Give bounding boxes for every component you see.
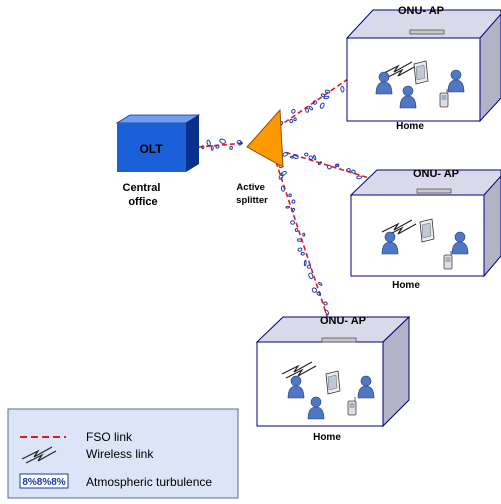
person-icon	[307, 396, 325, 420]
turbulence-blob	[311, 287, 318, 293]
person-icon	[399, 85, 417, 109]
person-icon	[287, 375, 305, 399]
turbulence-blob	[289, 118, 294, 124]
person-icon	[381, 231, 399, 255]
person-icon	[375, 71, 393, 95]
legend-fso-label: FSO link	[86, 430, 133, 444]
turbulence-blob	[324, 309, 330, 315]
turbulence-blob	[335, 163, 340, 168]
turbulence-blob	[351, 169, 356, 174]
home-1: ONU- AP Home	[345, 5, 501, 132]
turbulence-blob	[280, 185, 285, 192]
turbulence-blob	[308, 106, 314, 111]
turbulence-blob	[280, 170, 287, 177]
laptop-icon	[325, 370, 341, 395]
turbulence-blob	[319, 102, 325, 109]
turbulence-blobs	[201, 85, 362, 315]
turbulence-blob	[324, 89, 331, 94]
turbulence-blob	[229, 145, 233, 150]
turbulence-icon	[19, 473, 69, 489]
turbulence-blob	[297, 238, 303, 242]
turbulence-blob	[313, 154, 317, 161]
home-label: Home	[313, 432, 341, 443]
wireless-icon	[381, 61, 417, 79]
turbulence-blob	[300, 251, 305, 256]
person-icon	[447, 69, 465, 93]
phone-icon	[347, 397, 357, 416]
turbulence-blob	[238, 141, 243, 146]
turbulence-blob	[318, 282, 323, 286]
turbulence-blob	[326, 164, 332, 170]
turbulence-blob	[294, 228, 299, 232]
turbulence-blob	[285, 205, 291, 209]
onu-ap-label: ONU- AP	[320, 315, 366, 327]
turbulence-blob	[292, 153, 299, 160]
person-icon	[451, 231, 469, 255]
olt-label: OLT	[139, 142, 163, 156]
turbulence-blob	[316, 291, 322, 296]
turbulence-blob	[303, 259, 307, 267]
olt-front	[117, 123, 186, 172]
splitter-label: Active splitter	[236, 182, 268, 206]
turbulence-blob	[323, 301, 328, 306]
turbulence-blob	[290, 220, 295, 225]
turbulence-blob	[312, 100, 318, 105]
turbulence-blob	[356, 175, 362, 180]
laptop-icon	[419, 218, 435, 243]
phone-icon	[439, 89, 449, 108]
turbulence-blob	[308, 155, 313, 160]
olt-box: OLT	[115, 114, 201, 172]
laptop-icon	[413, 60, 429, 85]
home-label: Home	[396, 121, 424, 132]
turbulence-blob	[297, 247, 303, 252]
turbulence-blob	[293, 117, 297, 122]
turbulence-blob	[201, 145, 205, 150]
turbulence-blob	[291, 199, 296, 204]
onu-ap-device	[416, 188, 452, 194]
legend: FSO link Wireless link 8%8%8% Atmospheri…	[7, 408, 239, 499]
turbulence-blob	[282, 152, 289, 157]
turbulence-blob	[288, 193, 292, 198]
onu-ap-label: ONU- AP	[413, 168, 459, 180]
legend-wireless-label: Wireless link	[86, 447, 154, 461]
active-splitter-icon	[246, 108, 284, 168]
central-office-label: Central office	[123, 182, 164, 208]
turbulence-blob	[278, 173, 284, 180]
wireless-icon	[381, 219, 417, 237]
onu-ap-label: ONU- AP	[398, 5, 444, 17]
home-front	[346, 37, 481, 122]
person-icon	[357, 375, 375, 399]
legend-turbulence-label: Atmospheric turbulence	[86, 475, 212, 489]
onu-ap-device	[321, 337, 357, 343]
turbulence-blob	[306, 264, 312, 269]
turbulence-blob	[340, 85, 345, 93]
wireless-icon	[21, 446, 57, 464]
turbulence-blob	[206, 139, 211, 147]
home-3: ONU- AP Home	[255, 315, 411, 443]
turbulence-blob	[346, 168, 351, 173]
turbulence-blob	[302, 232, 306, 237]
home-label: Home	[392, 280, 420, 291]
turbulence-icon-text: 8%8%8%	[22, 477, 65, 488]
turbulence-blob	[323, 95, 330, 100]
turbulence-blob	[308, 272, 314, 280]
turbulence-blob	[210, 145, 214, 151]
turbulence-blob	[305, 107, 310, 113]
olt-top	[115, 114, 201, 124]
turbulence-blob	[291, 207, 295, 213]
wireless-icon	[281, 361, 317, 379]
onu-ap-device	[409, 29, 445, 35]
turbulence-blob	[291, 108, 296, 114]
turbulence-blob	[219, 138, 226, 144]
turbulence-blob	[304, 152, 309, 157]
olt-side	[186, 115, 199, 172]
turbulence-blob	[318, 161, 322, 166]
home-2: ONU- AP Home	[349, 168, 501, 291]
phone-icon	[443, 251, 453, 270]
turbulence-blob	[215, 144, 220, 149]
